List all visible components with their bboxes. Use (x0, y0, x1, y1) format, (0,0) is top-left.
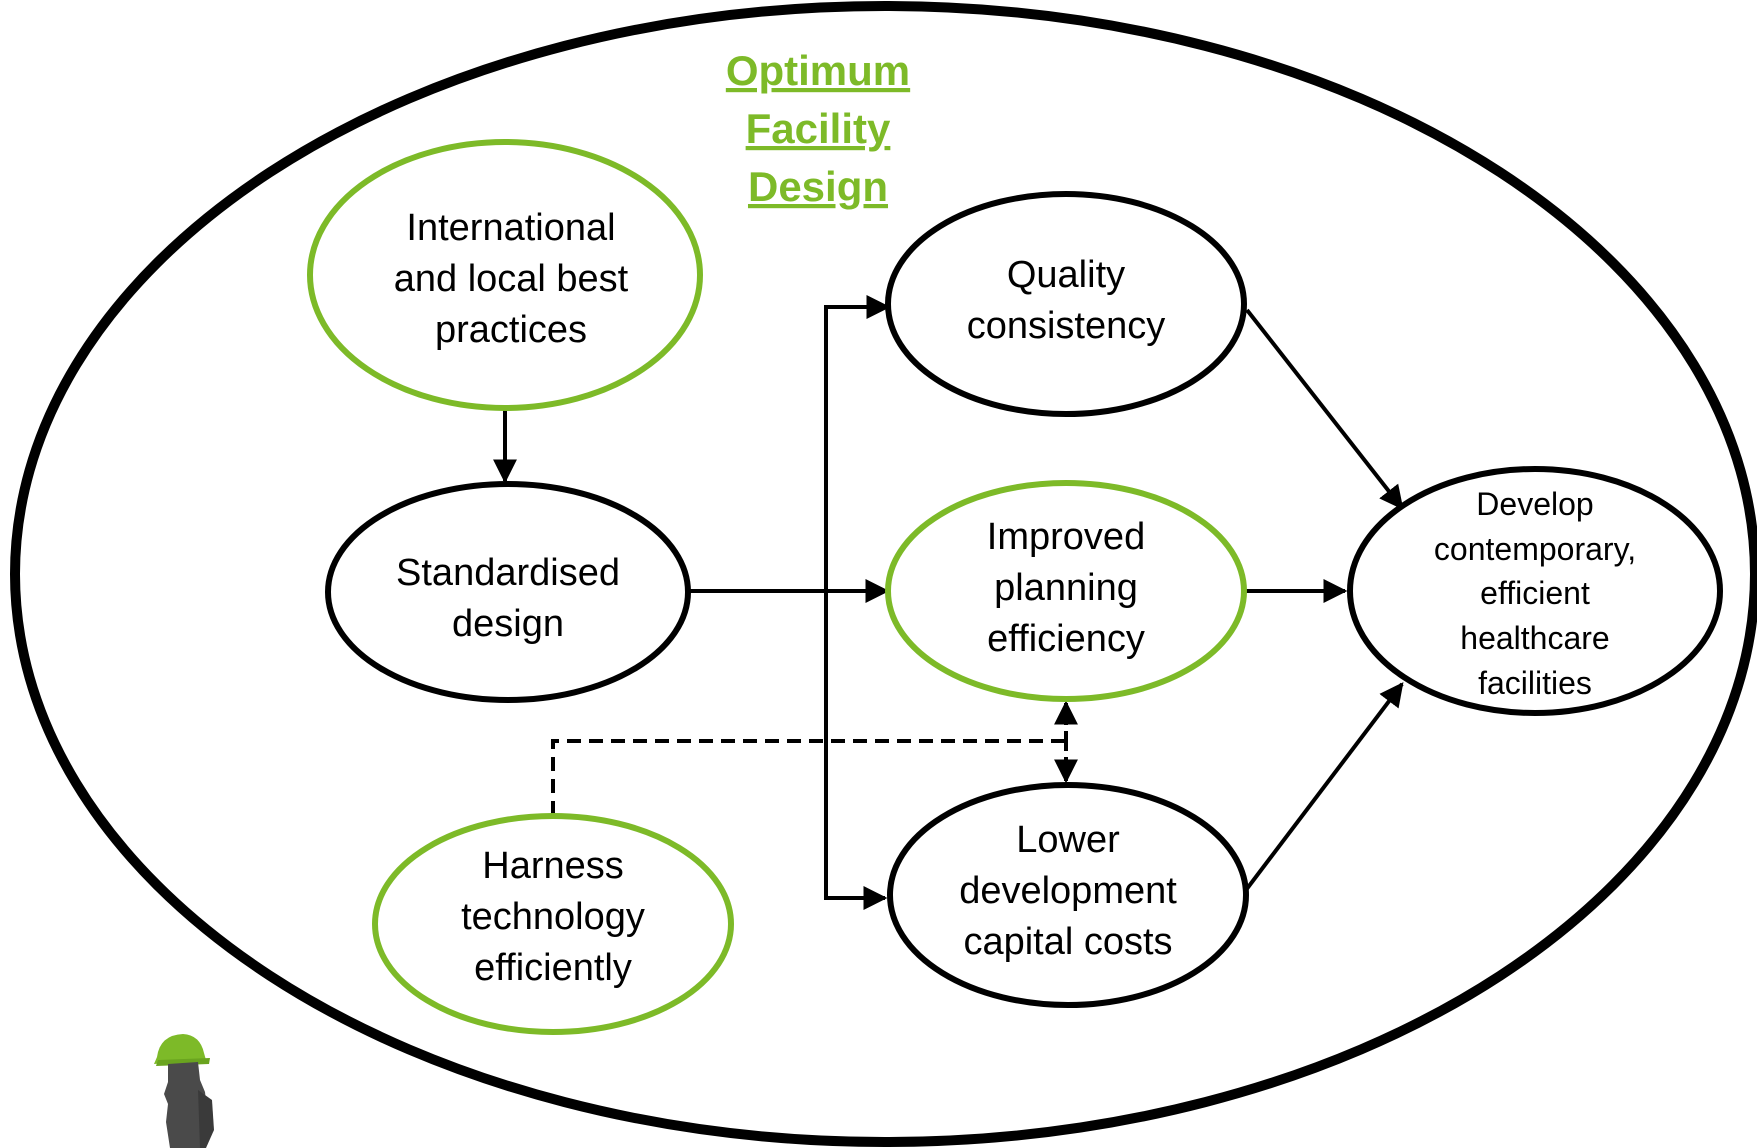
node-develop-facilities: Develop contemporary, efficient healthca… (1347, 466, 1723, 716)
node-harness-technology-ellipse (372, 813, 734, 1035)
node-quality-consistency-line-2: consistency (967, 305, 1166, 347)
outer-boundary-ellipse (10, 1, 1757, 1147)
dashed-link-technology (551, 739, 1066, 815)
node-develop-facilities-line-5: facilities (1478, 665, 1592, 701)
node-quality-consistency: Quality consistency (885, 191, 1247, 417)
node-develop-facilities-ellipse (1347, 466, 1723, 716)
title-line-2: Facility (746, 105, 891, 152)
arrow-quality-to-develop (1245, 308, 1404, 510)
node-lower-costs-line-3: capital costs (963, 921, 1172, 963)
title-line-1: Optimum (726, 47, 910, 94)
node-best-practices: International and local best practices (307, 139, 703, 411)
node-standardised-design-ellipse (325, 481, 691, 703)
node-develop-facilities-line-1: Develop (1476, 486, 1593, 522)
node-lower-costs-line-2: development (959, 870, 1177, 912)
node-develop-facilities-line-3: efficient (1480, 575, 1590, 611)
node-harness-technology: Harness technology efficiently (372, 813, 734, 1035)
node-quality-consistency-line-1: Quality (1007, 254, 1125, 296)
node-planning-efficiency-line-3: efficiency (987, 618, 1145, 660)
diagram-title: Optimum Facility Design (726, 47, 910, 210)
arrow-costs-to-develop (1244, 682, 1404, 892)
node-standardised-design-line-1: Standardised (396, 552, 620, 594)
node-planning-efficiency-ellipse (885, 480, 1247, 702)
node-planning-efficiency-line-1: Improved (987, 516, 1145, 558)
connectors (493, 295, 1404, 910)
node-lower-costs-ellipse (887, 782, 1249, 1008)
title-line-3: Design (748, 163, 888, 210)
node-develop-facilities-line-4: healthcare (1460, 620, 1609, 656)
node-planning-efficiency-line-2: planning (994, 567, 1138, 609)
node-planning-efficiency: Improved planning efficiency (885, 480, 1247, 702)
node-best-practices-line-1: International (406, 207, 615, 249)
node-harness-technology-line-3: efficiently (474, 947, 632, 989)
worker-hard-hat-icon (154, 1034, 214, 1148)
node-quality-consistency-ellipse (885, 191, 1247, 417)
node-lower-costs: Lower development capital costs (887, 782, 1249, 1008)
node-lower-costs-line-1: Lower (1016, 819, 1120, 861)
node-harness-technology-line-2: technology (461, 896, 645, 938)
node-best-practices-line-2: and local best (394, 258, 629, 300)
node-standardised-design: Standardised design (325, 481, 691, 703)
node-standardised-design-line-2: design (452, 603, 564, 645)
node-best-practices-ellipse (307, 139, 703, 411)
node-harness-technology-line-1: Harness (482, 845, 624, 887)
node-best-practices-line-3: practices (435, 309, 587, 351)
node-develop-facilities-line-2: contemporary, (1434, 531, 1636, 567)
